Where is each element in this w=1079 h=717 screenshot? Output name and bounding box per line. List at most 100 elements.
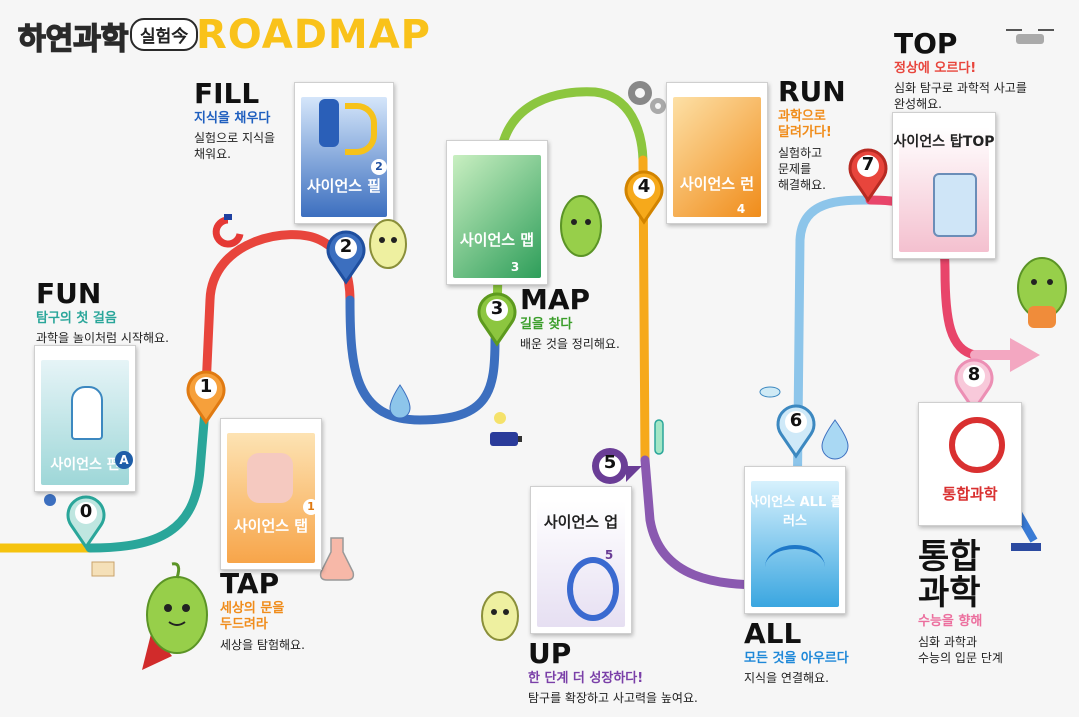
station-description: 지식을 연결해요. (744, 671, 829, 686)
station-name: RUN (778, 75, 846, 108)
station-description: 심화 과학과 수능의 입문 단계 (918, 634, 1003, 665)
station-run: RUN 과학으로 달려가다! 실험하고 문제를 해결해요. (778, 78, 846, 193)
book-science-fill: 사이언스 필 2 (294, 82, 394, 224)
page-title: ROADMAP (196, 12, 431, 58)
gear-icon (628, 81, 652, 105)
station-subtitle: 모든 것을 아우르다 (744, 651, 849, 666)
pin-6: 6 (776, 404, 816, 459)
book-level-badge: 1 (303, 499, 319, 515)
station-name: FUN (36, 277, 102, 310)
station-subtitle: 세상의 문을 두드려라 (220, 601, 285, 633)
book-level-badge: 4 (736, 202, 746, 216)
station-subtitle: 한 단계 더 성장하다! (528, 671, 644, 686)
road-segment-green (492, 87, 648, 325)
book-level-badge: 2 (371, 159, 387, 175)
book-integrated-science: 통합과학 (918, 402, 1022, 526)
book-title: 통합과학 (942, 485, 998, 503)
station-fill: FILL 지식을 채우다 실험으로 지식을 채워요. (194, 80, 275, 163)
book-level-badge: 5 (604, 548, 614, 562)
pin-number: 3 (490, 298, 504, 319)
mascot-character (556, 186, 606, 266)
station-description: 과학을 놀이처럼 시작해요. (36, 331, 169, 346)
book-title: 사이언스 맵 (459, 231, 535, 249)
microscope-icon (933, 173, 977, 237)
book-science-run: 사이언스 런 4 (666, 82, 768, 224)
station-description: 실험으로 지식을 채워요. (194, 131, 276, 162)
book-title: 사이언스 ALL 플러스 (747, 495, 843, 529)
book-science-up: 사이언스 업 5 (530, 486, 632, 634)
station-description: 세상을 탐험해요. (220, 637, 305, 652)
station-description: 심화 탐구로 과학적 사고를 완성해요. (894, 81, 1027, 112)
gear-icon (650, 98, 666, 114)
station-subtitle: 탐구의 첫 걸음 (36, 311, 117, 326)
water-drop-icon (389, 384, 411, 419)
station-all: ALL 모든 것을 아우르다 지식을 연결해요. (744, 620, 849, 686)
book-title: 사이언스 업 (543, 513, 619, 531)
battery-icon (490, 412, 522, 446)
book-science-all-plus: 사이언스 ALL 플러스 (744, 466, 846, 614)
pin-5: 5 (590, 446, 642, 486)
brand-logo: 하연과학 (17, 21, 129, 58)
station-name: TOP (894, 27, 958, 60)
block-icon (91, 561, 115, 577)
pin-3: 3 (477, 292, 517, 347)
mascot-character (368, 210, 408, 270)
station-integrated-science: 통합 과학 수능을 향해 심화 과학과 수능의 입문 단계 (918, 537, 1003, 666)
station-map: MAP 길을 찾다 배운 것을 정리해요. (520, 286, 620, 352)
station-subtitle: 과학으로 달려가다! (778, 109, 832, 141)
station-description: 배운 것을 정리해요. (520, 337, 620, 352)
pin-8: 8 (954, 358, 994, 413)
road-segment-blue (345, 295, 502, 425)
station-fun: FUN 탐구의 첫 걸음 과학을 놀이처럼 시작해요. (36, 280, 169, 346)
station-description: 실험하고 문제를 해결해요. (778, 145, 826, 192)
flask-icon (319, 537, 355, 581)
station-subtitle: 수능을 향해 (918, 614, 983, 630)
station-name: UP (528, 637, 572, 670)
mascot-character (142, 560, 212, 670)
water-drop-icon (821, 419, 849, 460)
book-title: 사이언스 런 (679, 175, 755, 193)
pin-number: 2 (339, 236, 353, 257)
rocket-icon (71, 386, 103, 440)
station-up: UP 한 단계 더 성장하다! 탐구를 확장하고 사고력을 높여요. (528, 640, 698, 706)
microscope-icon (319, 99, 339, 147)
road-segment-teal (85, 405, 210, 553)
pin-number: 6 (789, 410, 803, 431)
book-title: 사이언스 필 (306, 177, 382, 195)
road-arrow-head (1010, 338, 1040, 372)
pin-1: 1 (186, 370, 226, 425)
book-science-tap: 사이언스 탭 1 (220, 418, 322, 570)
station-name: FILL (194, 77, 260, 110)
backpack-icon (247, 453, 293, 503)
station-top: TOP 정상에 오르다! 심화 탐구로 과학적 사고를 완성해요. (894, 30, 1027, 113)
magnet-icon (212, 214, 244, 248)
book-title: 사이언스 탑TOP (893, 134, 995, 150)
pin-number: 0 (79, 501, 93, 522)
road-segment-lightblue (792, 195, 875, 525)
station-subtitle: 지식을 채우다 (194, 111, 271, 126)
pin-number: 4 (637, 176, 651, 197)
test-tube-icon (654, 419, 664, 455)
mascot-character (1014, 250, 1070, 332)
pin-number: 5 (603, 452, 617, 473)
pin-0: 0 (66, 495, 106, 550)
station-name: MAP (520, 283, 591, 316)
pin-4: 4 (624, 170, 664, 225)
drone-icon (1006, 29, 1054, 44)
petri-dish-icon (759, 386, 781, 398)
book-level-badge: 3 (510, 260, 520, 274)
mascot-character (480, 582, 520, 642)
book-science-fun: 사이언스 펀 A (34, 345, 136, 492)
station-subtitle: 정상에 오르다! (894, 61, 977, 76)
brand-badge: 실험今 (130, 18, 199, 51)
station-description: 탐구를 확장하고 사고력을 높여요. (528, 691, 698, 706)
book-title: 사이언스 펀 (50, 457, 120, 473)
station-name: ALL (744, 617, 802, 650)
pin-number: 8 (967, 364, 981, 385)
station-tap: TAP 세상의 문을 두드려라 세상을 탐험해요. (220, 570, 305, 653)
book-level-badge: A (115, 451, 133, 469)
station-name: TAP (220, 567, 280, 600)
station-name: 통합 과학 (918, 537, 981, 613)
pin-7: 7 (848, 148, 888, 203)
pin-2: 2 (326, 230, 366, 285)
